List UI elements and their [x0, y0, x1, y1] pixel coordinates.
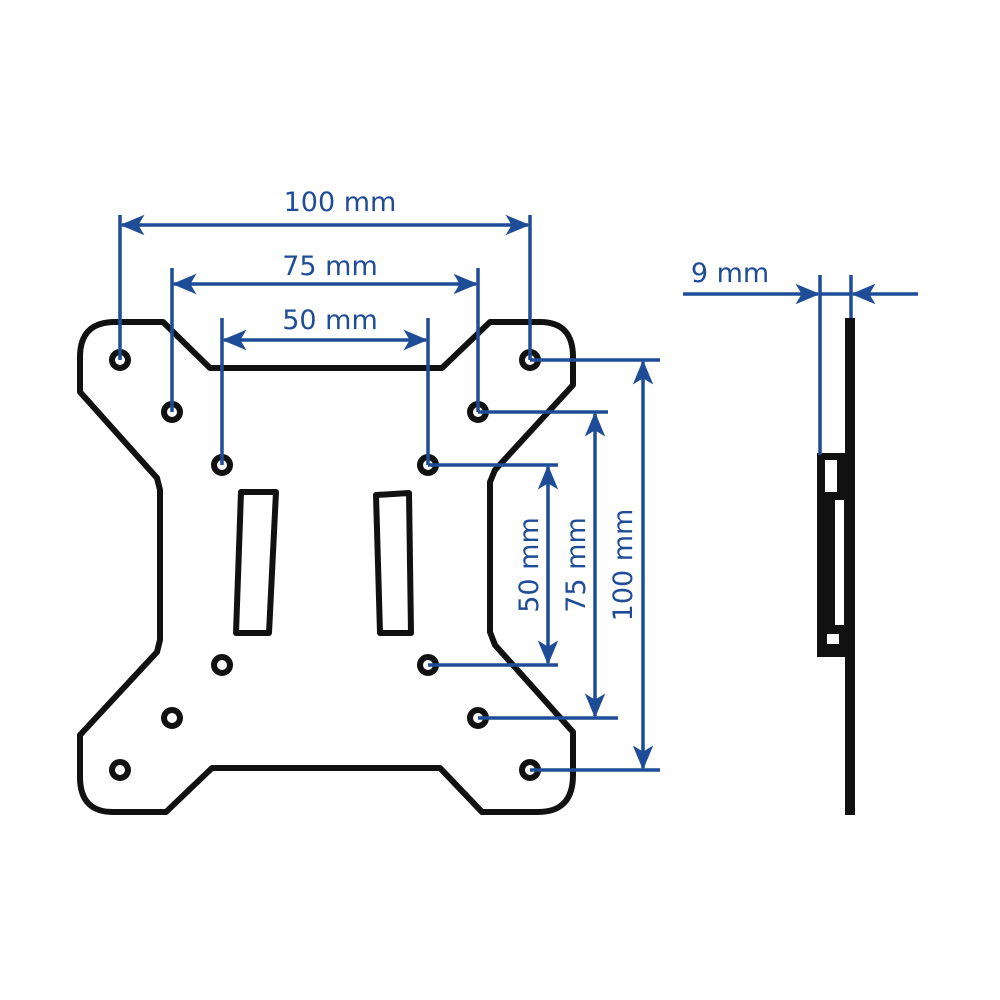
thickness-label: 9 mm	[691, 258, 769, 289]
horizontal-dimensions: 100 mm 75 mm 50 mm	[118, 187, 532, 465]
dim-label-100-v: 100 mm	[608, 509, 639, 622]
side-plate	[845, 318, 855, 815]
dim-label-75-v: 75 mm	[561, 517, 592, 613]
slot-left	[233, 489, 279, 636]
dim-label-75-h: 75 mm	[282, 251, 378, 282]
slot-right	[373, 490, 414, 636]
mounting-holes	[109, 349, 541, 781]
dim-label-50-v: 50 mm	[514, 517, 545, 613]
hole	[161, 707, 183, 729]
vertical-dimensions: 50 mm 75 mm 100 mm	[428, 358, 660, 772]
hole	[109, 759, 131, 781]
dim-label-100-h: 100 mm	[284, 187, 397, 218]
side-view: 9 mm	[683, 258, 918, 815]
dim-label-50-h: 50 mm	[282, 305, 378, 336]
plate-outline	[77, 319, 576, 815]
hole	[211, 654, 233, 676]
